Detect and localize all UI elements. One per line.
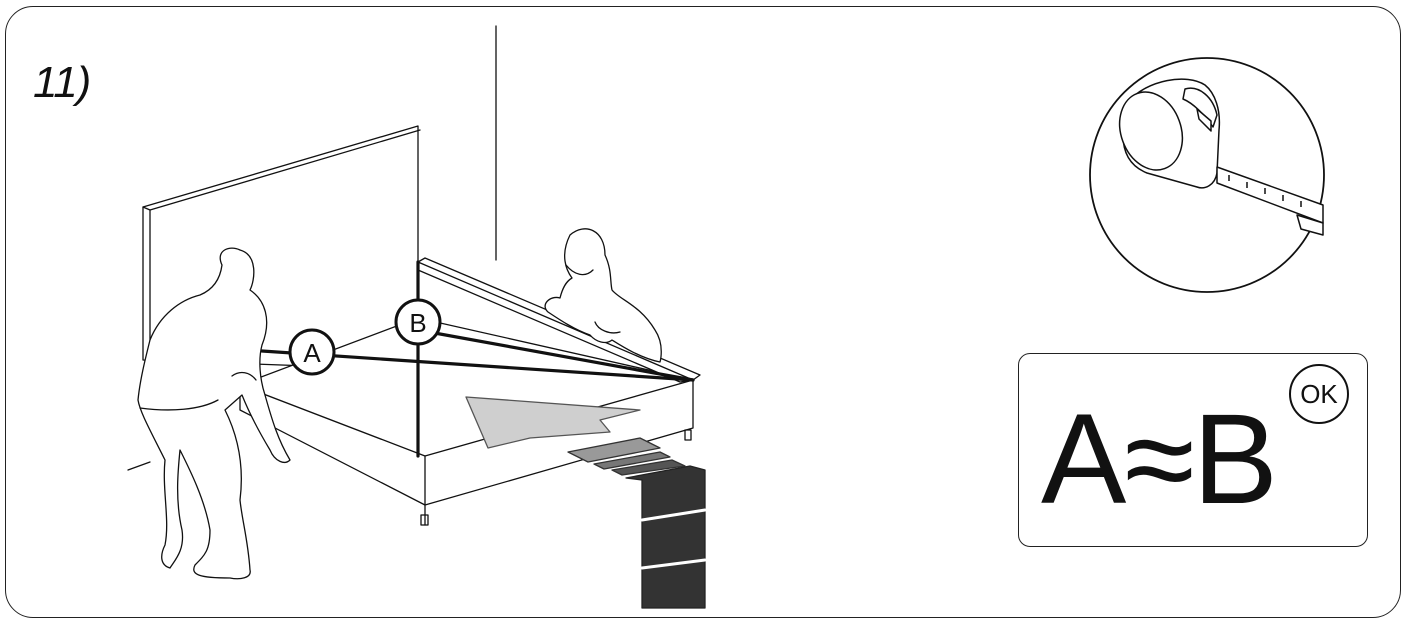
ok-badge: OK <box>1289 364 1349 424</box>
arrow-icon <box>466 397 705 608</box>
floor-line <box>128 462 150 470</box>
label-b-text: B <box>409 308 426 338</box>
label-a-marker: A <box>290 330 334 374</box>
result-panel: A≈B OK <box>1018 353 1368 547</box>
label-b-marker: B <box>396 300 440 344</box>
tape-measure-icon <box>1087 55 1327 295</box>
equation-text: A≈B <box>1041 390 1276 530</box>
woman-figure <box>545 229 661 362</box>
label-a-text: A <box>303 338 321 368</box>
